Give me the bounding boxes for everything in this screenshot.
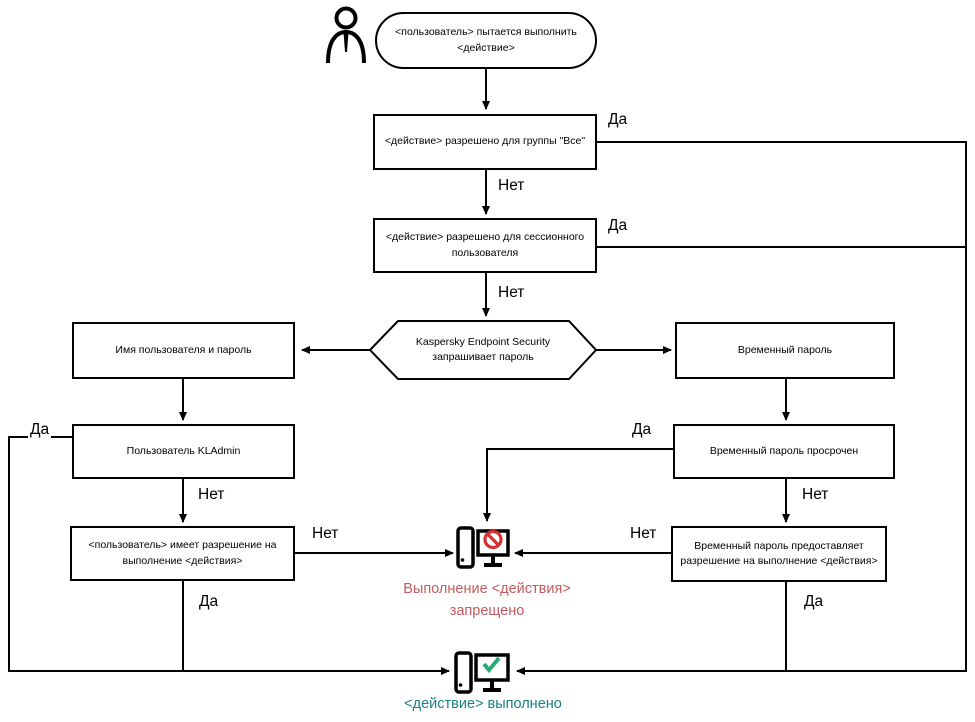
label-yes-grants: Да [802,593,826,610]
caption-denied: Выполнение <действия> запрещено [403,581,571,619]
label-no-permission: Нет [310,525,341,542]
node-temp-password-grants: Временный пароль предоставляет разрешени… [671,526,887,582]
label-no-expired: Нет [800,486,831,503]
hexagon-kes-shape [368,320,598,380]
label-yes-session: Да [606,217,630,234]
user-icon [324,5,368,65]
node-temp-password: Временный пароль [675,322,895,379]
node-user-has-permission: <пользователь> имеет разрешение на выпол… [70,526,295,581]
computer-check-icon [454,650,510,698]
arrow-yes-group-all-to-done [516,141,967,675]
node-allowed-group-all: <действие> разрешено для группы "Все" [373,114,597,170]
label-yes-group-all: Да [606,111,630,128]
label-yes-expired: Да [630,421,654,438]
checkmark-icon [482,656,501,674]
prohibition-icon [483,529,503,550]
node-kes-asks-password: Kaspersky Endpoint Security запрашивает … [415,335,551,363]
label-yes-kladmin: Да [28,421,52,438]
node-username-password: Имя пользователя и пароль [72,322,295,379]
arrow-yes-expired-to-denied [483,448,673,522]
node-allowed-session-user: <действие> разрешено для сессионного пол… [373,218,597,273]
caption-done: <действие> выполнено [404,696,562,712]
node-user-kladmin: Пользователь KLAdmin [72,424,295,479]
label-yes-permission: Да [197,593,221,610]
label-no-kladmin: Нет [196,486,227,503]
computer-blocked-icon [456,525,510,573]
label-no-group-all: Нет [496,177,527,194]
node-temp-password-expired: Временный пароль просрочен [673,424,895,479]
node-start: <пользователь> пытается выполнить <дейст… [375,12,597,69]
label-no-grants: Нет [628,525,659,542]
label-no-session: Нет [496,284,527,301]
